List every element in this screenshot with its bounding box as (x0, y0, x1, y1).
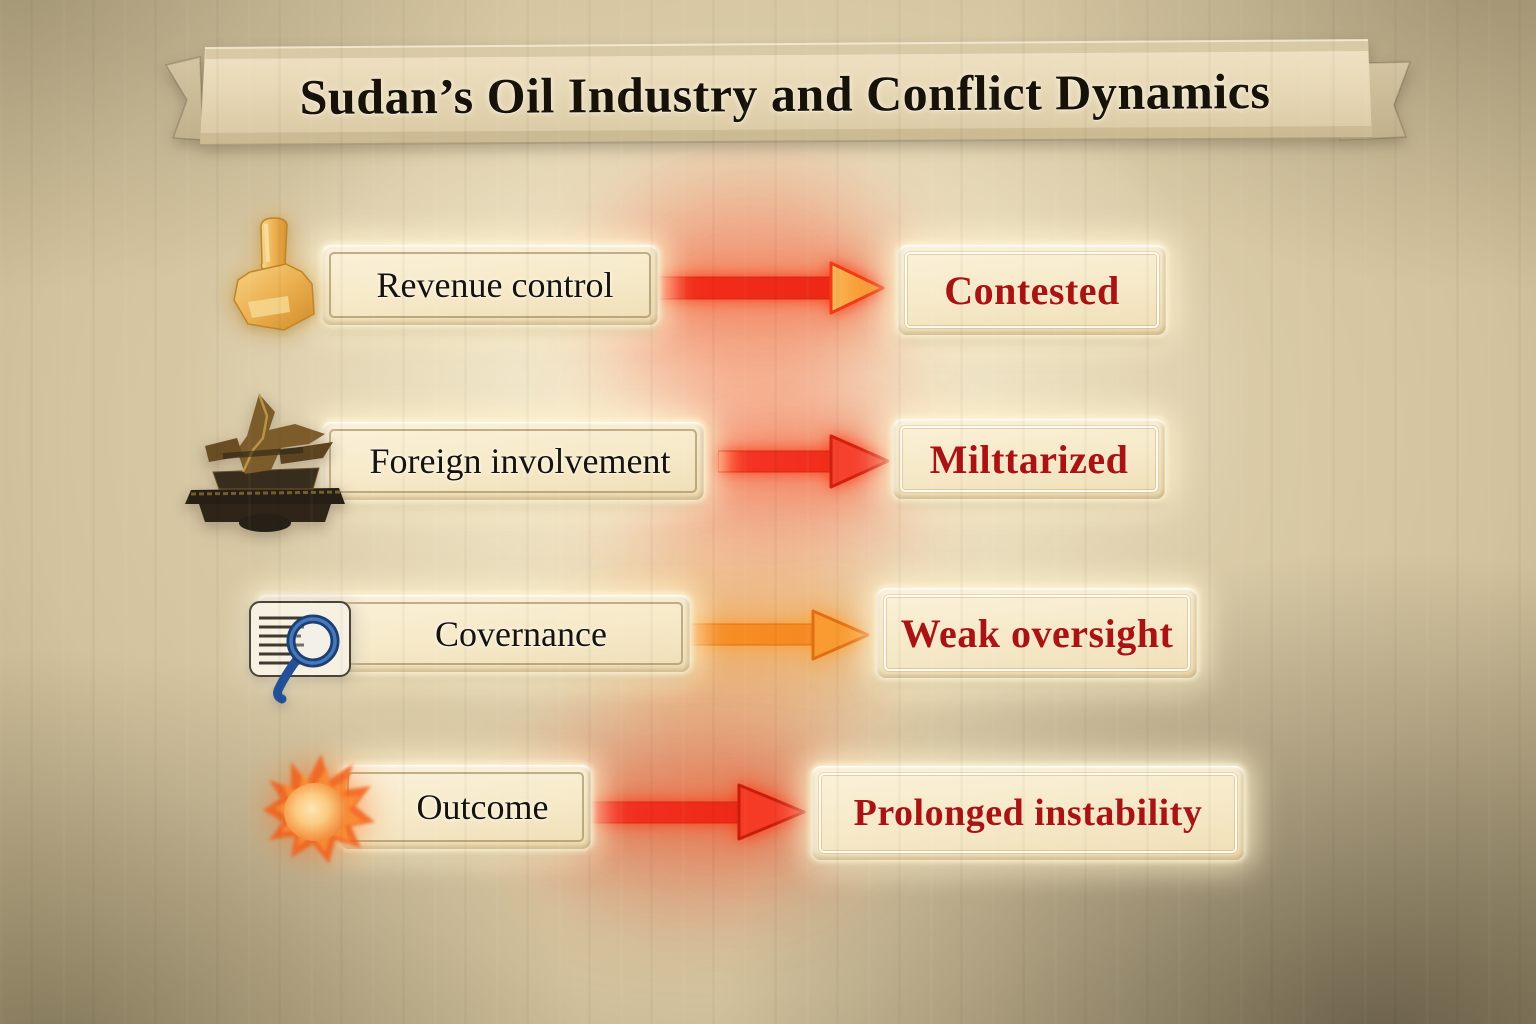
cause-box-outcome: Outcome (340, 765, 591, 849)
effect-box-militarized: Milttarized (893, 419, 1165, 499)
cause-label: Foreign involvement (369, 441, 671, 481)
cause-label: Outcome (416, 787, 549, 827)
effect-box-contested: Contested (898, 245, 1166, 335)
arrow-revenue-to-contested (645, 261, 885, 315)
fireball-icon (263, 754, 375, 864)
effect-label: Contested (944, 267, 1120, 313)
warship-icon (185, 393, 345, 532)
arrow-outcome-to-instability (556, 783, 806, 841)
oil-derrick-icon (233, 217, 315, 331)
cause-box-foreign-involvement: Foreign involvement (322, 422, 704, 500)
cause-label: Covernance (435, 613, 607, 654)
effect-label: Prolonged instability (853, 792, 1203, 834)
arrow-foreign-to-militarized (718, 434, 890, 489)
cause-label: Revenue control (376, 265, 614, 305)
effect-label: Milttarized (929, 436, 1129, 482)
page-title: Sudan’s Oil Industry and Conflict Dynami… (299, 63, 1271, 125)
effect-box-prolonged-instability: Prolonged instability (812, 766, 1244, 860)
effect-box-weak-oversight: Weak oversight (877, 588, 1197, 678)
document-magnifier-icon (249, 601, 351, 704)
cause-box-revenue-control: Revenue control (322, 245, 658, 325)
title-banner-ribbon (164, 39, 1411, 146)
effect-label: Weak oversight (900, 610, 1174, 656)
